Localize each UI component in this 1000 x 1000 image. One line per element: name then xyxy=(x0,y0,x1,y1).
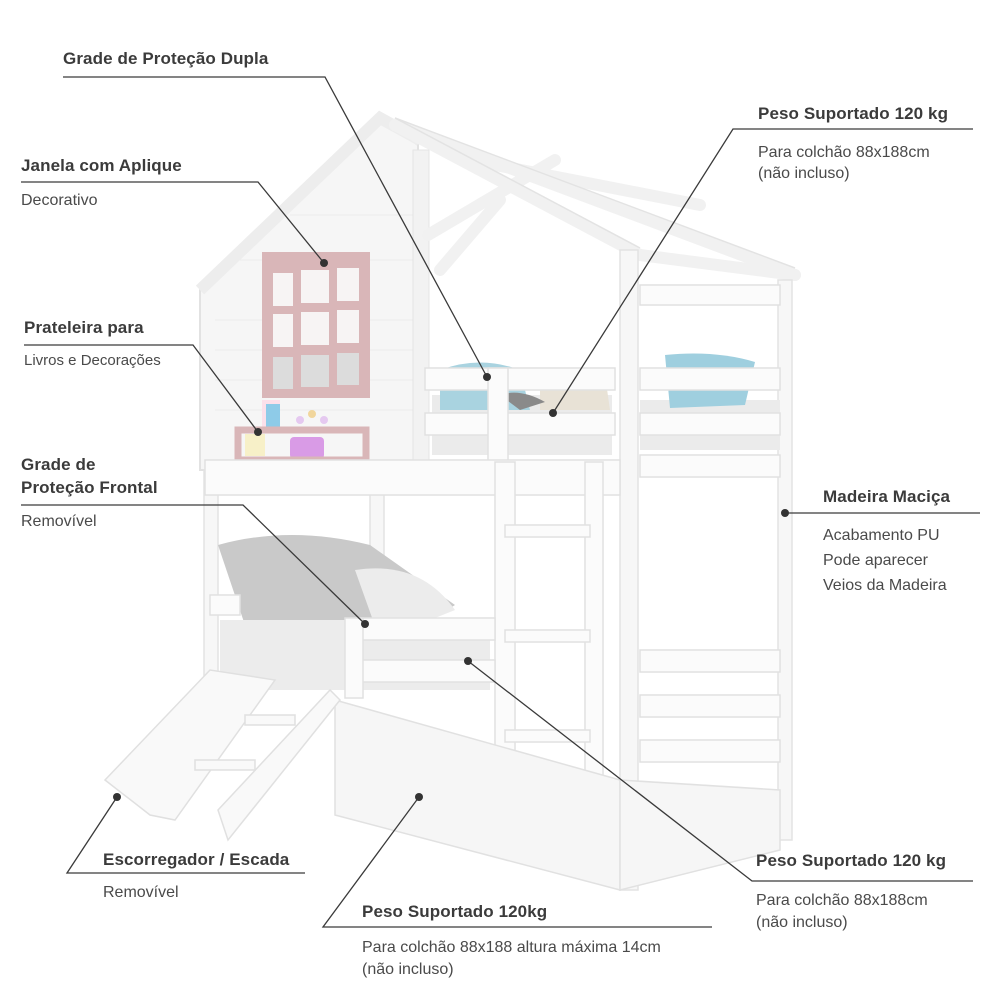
window-appliqué xyxy=(262,252,370,398)
callout-madeira-sub-3: Veios da Madeira xyxy=(823,577,947,594)
callout-prateleira-sub: Livros e Decorações xyxy=(24,352,161,369)
callout-janela-title: Janela com Aplique xyxy=(21,156,182,175)
callout-peso-inferior-sub-1: Para colchão 88x188cm xyxy=(756,892,928,909)
callout-peso-inferior-title: Peso Suportado 120 kg xyxy=(756,851,947,870)
callout-grade-frontal-title-2: Proteção Frontal xyxy=(21,478,158,497)
roof-frame xyxy=(389,119,801,281)
callout-auxiliar-sub-2: (não incluso) xyxy=(362,961,454,978)
callout-escorregador-title: Escorregador / Escada xyxy=(103,850,290,869)
callout-grade-frontal-title-1: Grade de xyxy=(21,455,96,474)
callout-peso-superior-title: Peso Suportado 120 kg xyxy=(758,104,949,123)
callout-auxiliar-title: Peso Suportado 120kg xyxy=(362,902,548,921)
trundle-drawer xyxy=(334,699,781,891)
callout-peso-superior-sub-1: Para colchão 88x188cm xyxy=(758,144,930,161)
callout-auxiliar-sub-1: Para colchão 88x188 altura máxima 14cm xyxy=(362,939,661,956)
callout-peso-superior-sub-2: (não incluso) xyxy=(758,165,850,182)
callout-prateleira-title: Prateleira para xyxy=(24,318,144,337)
callout-peso-inferior-sub-2: (não incluso) xyxy=(756,914,848,931)
callout-madeira-sub-1: Acabamento PU xyxy=(823,527,940,544)
callout-grade-frontal-sub: Removível xyxy=(21,513,97,530)
callout-madeira-title: Madeira Maciça xyxy=(823,487,951,506)
callout-madeira-sub-2: Pode aparecer xyxy=(823,552,928,569)
slide-and-steps xyxy=(103,669,342,842)
callout-grade-dupla-title: Grade de Proteção Dupla xyxy=(63,49,269,68)
ladder xyxy=(494,461,604,783)
callout-escorregador-sub: Removível xyxy=(103,884,179,901)
callout-janela-sub: Decorativo xyxy=(21,192,98,209)
